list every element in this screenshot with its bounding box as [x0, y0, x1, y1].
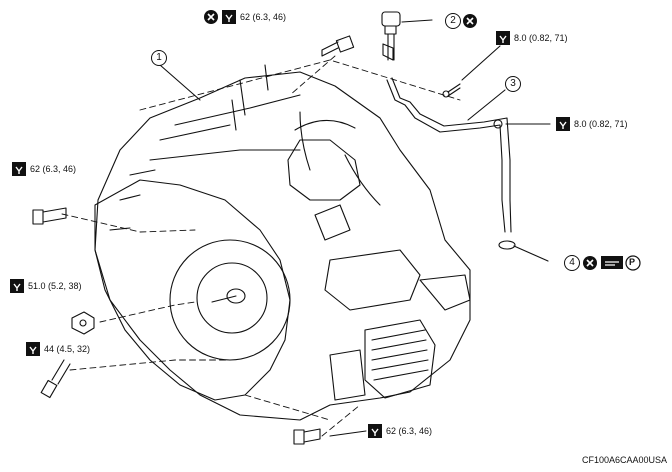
leader-3 [467, 89, 506, 121]
torque-label-bottom-bolt: 62 (6.3, 46) [386, 426, 433, 436]
callout-1: 1 [151, 50, 167, 66]
bell-housing [94, 179, 291, 401]
torque-wrench-icon [496, 31, 510, 45]
petroleum-jelly-icon [625, 255, 641, 271]
leader-bottom-bolt [329, 430, 367, 437]
torque-wrench-icon [26, 342, 40, 356]
bottom-bolt [293, 428, 321, 445]
tube-bolt [493, 119, 503, 129]
leader-2 [401, 19, 433, 23]
torque-label-tube-bolt: 8.0 (0.82, 71) [574, 119, 628, 129]
torque-label-lower-left-bolt: 44 (4.5, 32) [44, 344, 91, 354]
torque-wrench-icon [556, 117, 570, 131]
do-not-reuse-icon [463, 14, 477, 28]
torque-label-bracket-bolt: 8.0 (0.82, 71) [514, 33, 568, 43]
torque-converter-inner [196, 262, 268, 334]
torque-label-top-bolt: 62 (6.3, 46) [240, 12, 287, 22]
torque-wrench-icon [12, 162, 26, 176]
nut [71, 311, 95, 335]
leader-bracket-bolt [461, 45, 501, 81]
torque-label-left-bolt: 62 (6.3, 46) [30, 164, 77, 174]
figure-code: CF100A6CAA00USA [582, 455, 668, 465]
charging-pipe [386, 79, 506, 233]
petroleum-jelly-symbol: P [629, 257, 636, 267]
do-not-reuse-icon [204, 10, 218, 24]
torque-wrench-icon [368, 424, 382, 438]
top-bolt [321, 35, 355, 57]
transaxle-housing [94, 71, 471, 421]
bracket-bolt [442, 83, 461, 98]
do-not-reuse-icon [583, 256, 597, 270]
lower-left-bolt [40, 359, 71, 399]
callout-4: 4 [564, 255, 580, 271]
apply-fluid-icon [601, 256, 623, 269]
oil-cooler [364, 319, 436, 399]
callout-3: 3 [505, 76, 521, 92]
torque-wrench-icon [10, 279, 24, 293]
o-ring [498, 240, 516, 250]
leader-1 [159, 64, 201, 101]
leader-4 [513, 245, 549, 262]
torque-label-nut: 51.0 (5.2, 38) [28, 281, 82, 291]
left-bolt [32, 207, 67, 225]
torque-wrench-icon [222, 10, 236, 24]
callout-2: 2 [445, 13, 461, 29]
